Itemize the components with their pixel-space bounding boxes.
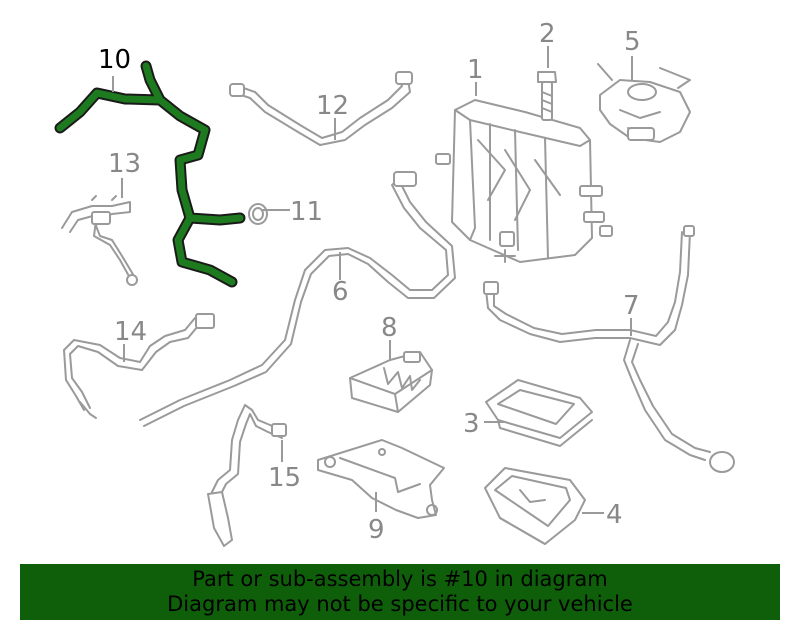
parts-diagram: 10 1 2 5 12 13 11 6 7 14 8 3 4 9 15 <box>54 19 735 547</box>
label-8[interactable]: 8 <box>381 313 398 343</box>
part-4-box[interactable] <box>484 467 586 545</box>
part-6-tube[interactable] <box>139 171 456 427</box>
label-11[interactable]: 11 <box>290 197 323 227</box>
part-15-sensor[interactable] <box>207 404 287 547</box>
label-3[interactable]: 3 <box>463 409 480 439</box>
label-15[interactable]: 15 <box>268 463 301 493</box>
banner-line-1: Part or sub-assembly is #10 in diagram <box>192 567 608 591</box>
callout-labels: 10 1 2 5 12 13 11 6 7 14 8 3 4 9 15 <box>98 19 641 545</box>
label-4[interactable]: 4 <box>606 500 623 530</box>
part-1-canister[interactable] <box>435 99 613 263</box>
part-13-harness[interactable] <box>61 195 138 286</box>
label-1[interactable]: 1 <box>467 55 484 85</box>
label-14[interactable]: 14 <box>114 317 147 347</box>
part-9-plate[interactable] <box>317 439 445 519</box>
part-3-tray[interactable] <box>485 379 593 447</box>
part-11-plug[interactable] <box>248 203 268 225</box>
label-9[interactable]: 9 <box>368 515 385 545</box>
label-10[interactable]: 10 <box>98 45 131 75</box>
label-6[interactable]: 6 <box>332 277 349 307</box>
part-2-bolt[interactable] <box>537 71 557 121</box>
info-banner: Part or sub-assembly is #10 in diagram D… <box>20 564 780 620</box>
part-5-valve[interactable] <box>597 63 691 143</box>
part-12-tube[interactable] <box>229 71 413 146</box>
label-12[interactable]: 12 <box>316 91 349 121</box>
banner-line-2: Diagram may not be specific to your vehi… <box>167 592 633 616</box>
label-13[interactable]: 13 <box>108 149 141 179</box>
label-2[interactable]: 2 <box>539 19 556 49</box>
part-14-sensor[interactable] <box>63 313 215 419</box>
part-7-tube[interactable] <box>483 225 735 473</box>
part-8-bracket[interactable] <box>349 351 433 413</box>
label-5[interactable]: 5 <box>624 27 641 57</box>
leader-lines <box>112 46 633 514</box>
label-7[interactable]: 7 <box>623 291 640 321</box>
part-10-hose[interactable] <box>54 60 246 288</box>
